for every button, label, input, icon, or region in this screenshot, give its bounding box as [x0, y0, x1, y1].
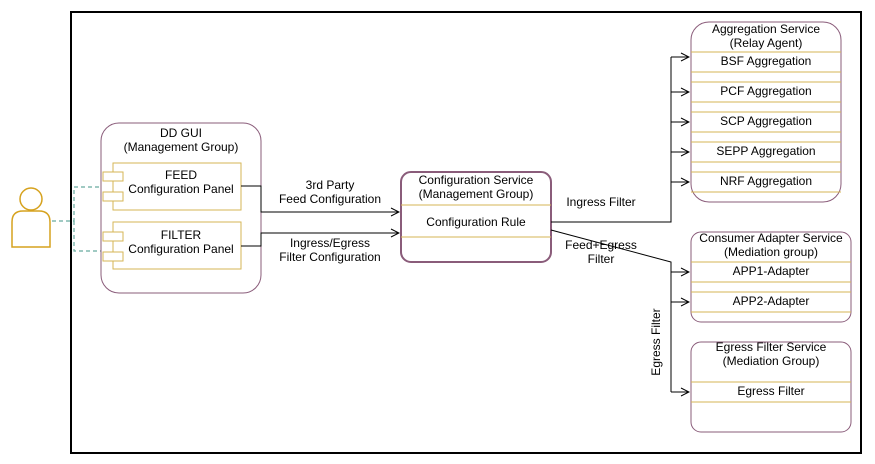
dd-gui-title: DD GUI — [160, 126, 202, 140]
feed-egress-edges — [550, 229, 689, 392]
egress-filter-item: Egress Filter — [737, 384, 804, 398]
user-panel-links — [52, 186, 103, 252]
outer-container — [70, 11, 862, 454]
filter-config-label-2: Filter Configuration — [279, 250, 380, 264]
consumer-adapter-title: Consumer Adapter Service — [699, 231, 843, 245]
filter-configuration-panel[interactable]: FILTER Configuration Panel — [102, 221, 242, 270]
ingress-filter-label: Ingress Filter — [566, 195, 635, 209]
feed-config-label-2: Feed Configuration — [279, 192, 381, 206]
app2-adapter: APP2-Adapter — [733, 294, 810, 308]
aggregation-service-title: Aggregation Service — [712, 22, 820, 36]
feed-panel-title: FEED — [165, 168, 197, 182]
feed-config-label-1: 3rd Party — [306, 178, 355, 192]
consumer-adapter-service[interactable]: Consumer Adapter Service (Mediation grou… — [690, 231, 852, 323]
bsf-aggregation: BSF Aggregation — [721, 54, 812, 68]
pcf-aggregation: PCF Aggregation — [720, 84, 811, 98]
feed-egress-label-1: Feed+Egress — [565, 238, 637, 252]
filter-panel-subtitle: Configuration Panel — [128, 242, 233, 256]
egress-filter-service-subtitle: (Mediation Group) — [723, 354, 820, 368]
consumer-adapter-subtitle: (Mediation group) — [724, 245, 818, 259]
configuration-service[interactable]: Configuration Service (Management Group)… — [400, 171, 552, 263]
scp-aggregation: SCP Aggregation — [720, 114, 812, 128]
filter-panel-title: FILTER — [161, 228, 202, 242]
sepp-aggregation: SEPP Aggregation — [716, 144, 815, 158]
config-service-title: Configuration Service — [419, 173, 534, 187]
feed-configuration-panel[interactable]: FEED Configuration Panel — [102, 162, 242, 211]
egress-filter-edge-label: Egress Filter — [649, 308, 663, 375]
aggregation-service[interactable]: Aggregation Service (Relay Agent) BSF Ag… — [690, 21, 842, 203]
config-service-subtitle: (Management Group) — [419, 187, 534, 201]
app1-adapter: APP1-Adapter — [733, 264, 810, 278]
feed-egress-label-2: Filter — [588, 252, 615, 266]
ingress-filter-edges — [551, 57, 689, 223]
feed-panel-subtitle: Configuration Panel — [128, 182, 233, 196]
feed-config-edge — [241, 185, 399, 212]
configuration-rule: Configuration Rule — [426, 215, 526, 229]
egress-filter-service[interactable]: Egress Filter Service (Mediation Group) … — [690, 340, 852, 433]
egress-filter-service-title: Egress Filter Service — [716, 340, 827, 354]
filter-config-label-1: Ingress/Egress — [290, 236, 370, 250]
dd-gui-subtitle: (Management Group) — [124, 140, 239, 154]
user-icon — [11, 187, 51, 248]
filter-config-edge — [241, 233, 399, 247]
aggregation-service-subtitle: (Relay Agent) — [730, 36, 803, 50]
nrf-aggregation: NRF Aggregation — [720, 174, 812, 188]
